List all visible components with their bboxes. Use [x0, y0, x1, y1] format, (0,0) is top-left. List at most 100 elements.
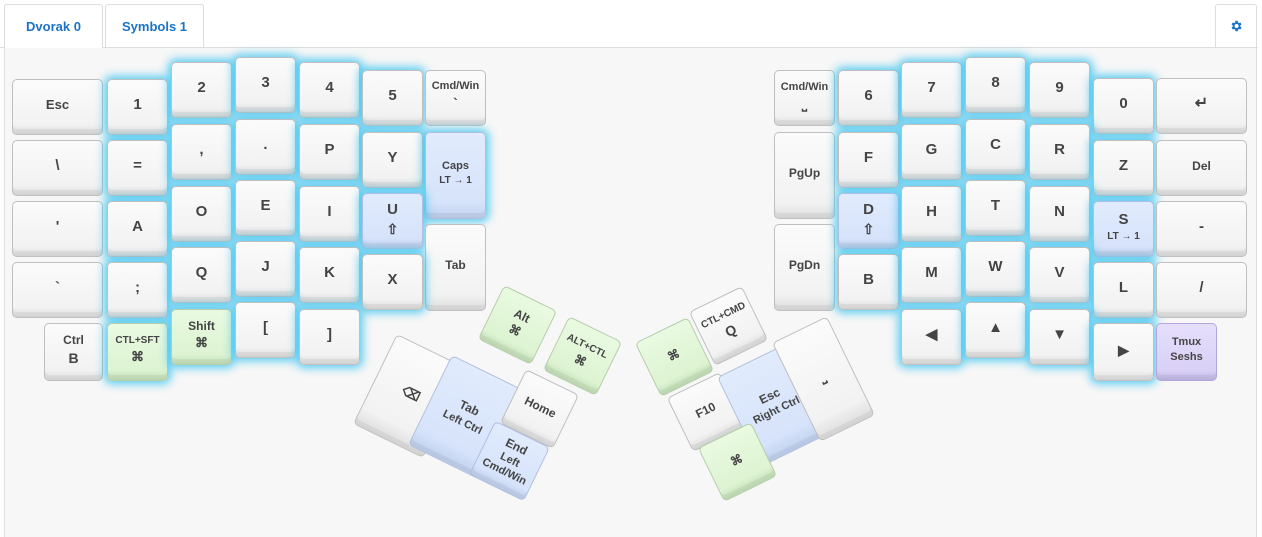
key-r[interactable]: R [1029, 124, 1090, 180]
key-3[interactable]: 3 [235, 57, 296, 113]
key-2[interactable]: 2 [171, 62, 232, 118]
key-f[interactable]: F [838, 132, 899, 188]
key-d[interactable]: D⇧ [838, 193, 899, 249]
key-t[interactable]: T [965, 180, 1026, 236]
tab-symbols[interactable]: Symbols 1 [105, 4, 204, 47]
key-sublabel: ⌘ [195, 335, 208, 351]
key-m[interactable]: M [901, 247, 962, 303]
key-cmd-win-backtick[interactable]: Cmd/Win` [425, 70, 486, 126]
key-label: M [925, 264, 938, 281]
key-del[interactable]: Del [1156, 140, 1247, 196]
key-slash[interactable]: / [1156, 262, 1247, 318]
key-label: ⎵ [816, 369, 829, 385]
key-minus[interactable]: - [1156, 201, 1247, 257]
key-sublabel: ⌘ [131, 349, 144, 365]
key-label: ` [55, 279, 60, 296]
key-esc[interactable]: Esc [12, 79, 103, 135]
key-semicolon[interactable]: ; [107, 262, 168, 318]
tab-divider [0, 47, 1258, 48]
key-shift[interactable]: Shift⌘ [171, 309, 232, 365]
key-grave[interactable]: ` [12, 262, 103, 318]
key-sublabel: ⎵ [801, 95, 808, 111]
key-label: Caps [442, 159, 469, 172]
key-label: P [324, 141, 335, 158]
key-label: Home [522, 393, 559, 421]
key-y[interactable]: Y [362, 132, 423, 188]
key-e[interactable]: E [235, 180, 296, 236]
key-label: A [132, 218, 143, 235]
key-label: CTL+SFT [115, 335, 160, 347]
key-l[interactable]: L [1093, 262, 1154, 318]
key-sublabel: LT → 1 [439, 175, 472, 187]
key-9[interactable]: 9 [1029, 62, 1090, 118]
key-q[interactable]: Q [171, 247, 232, 303]
key-label: O [195, 203, 208, 220]
key-arrow-up[interactable]: ▲ [965, 302, 1026, 358]
key-arrow-right[interactable]: ▶ [1093, 323, 1154, 381]
key-apostrophe[interactable]: ' [12, 201, 103, 257]
key-label: Y [387, 149, 398, 166]
key-n[interactable]: N [1029, 186, 1090, 242]
key-label: F10 [693, 399, 718, 421]
key-label: N [1054, 203, 1065, 220]
key-k[interactable]: K [299, 247, 360, 303]
key-label: T [990, 197, 1001, 214]
key-pgup[interactable]: PgUp [774, 132, 835, 219]
key-tab-left[interactable]: Tab [425, 224, 486, 311]
key-z[interactable]: Z [1093, 140, 1154, 196]
key-8[interactable]: 8 [965, 57, 1026, 113]
key-label: Tmux [1171, 335, 1202, 348]
key-label: ⌫ [399, 383, 423, 405]
key-period[interactable]: . [235, 119, 296, 175]
key-v[interactable]: V [1029, 247, 1090, 303]
key-0[interactable]: 0 [1093, 78, 1154, 134]
key-label: ⌘ [728, 451, 745, 469]
key-h[interactable]: H [901, 186, 962, 242]
key-p[interactable]: P [299, 124, 360, 180]
key-label: K [324, 264, 335, 281]
key-7[interactable]: 7 [901, 62, 962, 118]
key-c[interactable]: C [965, 119, 1026, 175]
key-x[interactable]: X [362, 254, 423, 310]
key-j[interactable]: J [235, 241, 296, 297]
key-label: J [261, 258, 270, 275]
key-u[interactable]: U⇧ [362, 193, 423, 249]
key-caps[interactable]: Caps LT → 1 [425, 132, 486, 219]
key-arrow-down[interactable]: ▼ [1029, 309, 1090, 365]
key-i[interactable]: I [299, 186, 360, 242]
key-equals[interactable]: = [107, 140, 168, 196]
key-g[interactable]: G [901, 124, 962, 180]
key-enter[interactable]: ↵ [1156, 78, 1247, 134]
key-4[interactable]: 4 [299, 62, 360, 118]
key-left-bracket[interactable]: [ [235, 302, 296, 358]
key-s[interactable]: S LT → 1 [1093, 201, 1154, 257]
key-label: [ [263, 319, 268, 336]
key-right-bracket[interactable]: ] [299, 309, 360, 365]
key-6[interactable]: 6 [838, 70, 899, 126]
key-label: PgDn [788, 258, 821, 273]
key-cmd-win-space[interactable]: Cmd/Win⎵ [774, 70, 835, 126]
key-label: S [1118, 211, 1129, 228]
key-sublabel: ⌘ [506, 321, 524, 340]
key-pgdn[interactable]: PgDn [774, 224, 835, 311]
key-w[interactable]: W [965, 241, 1026, 297]
key-b[interactable]: B [838, 254, 899, 310]
key-ctl-sft[interactable]: CTL+SFT ⌘ [107, 323, 168, 381]
key-label: Esc [45, 97, 70, 113]
tab-dvorak[interactable]: Dvorak 0 [4, 4, 103, 48]
key-label: D [863, 200, 874, 218]
key-label: PgUp [788, 166, 821, 181]
key-arrow-left[interactable]: ◀ [901, 309, 962, 365]
key-label: ⌘ [665, 346, 682, 364]
settings-button[interactable] [1215, 4, 1257, 47]
key-o[interactable]: O [171, 186, 232, 242]
key-backslash[interactable]: \ [12, 140, 103, 196]
key-1[interactable]: 1 [107, 79, 168, 135]
key-comma[interactable]: , [171, 124, 232, 180]
key-label: R [1054, 141, 1065, 158]
key-5[interactable]: 5 [362, 70, 423, 126]
key-sublabel: LT → 1 [1107, 231, 1140, 242]
key-a[interactable]: A [107, 201, 168, 257]
